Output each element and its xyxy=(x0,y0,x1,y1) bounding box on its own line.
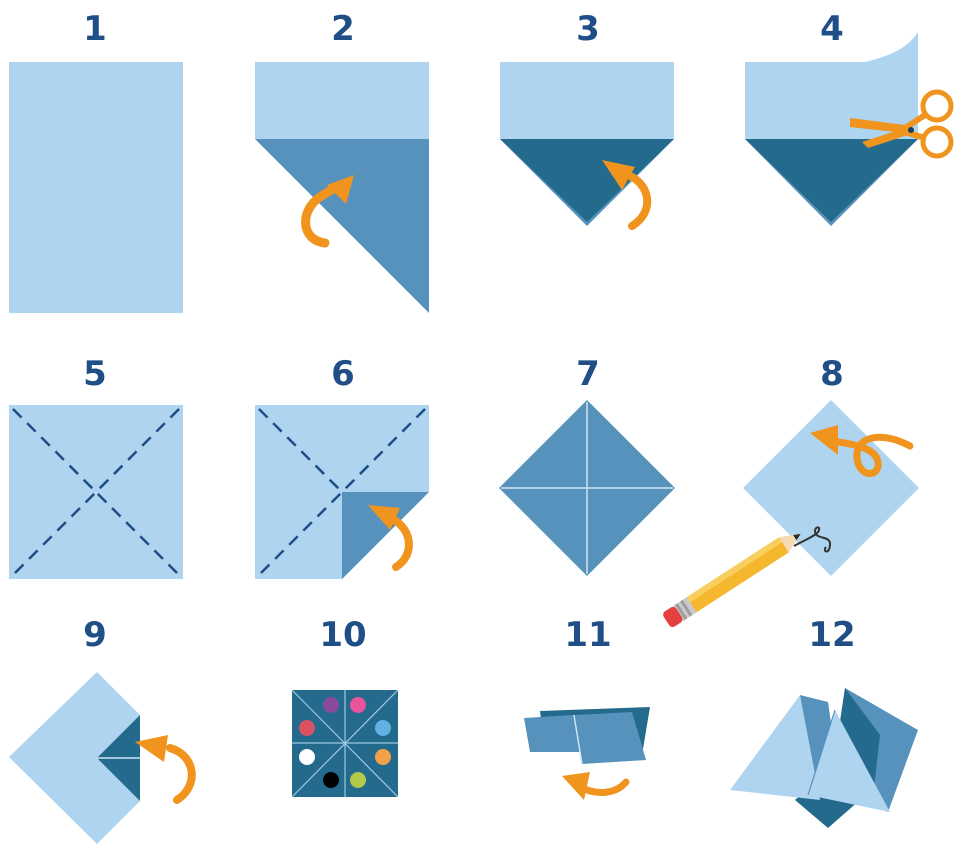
color-dot xyxy=(375,720,391,736)
step-8-diagram xyxy=(662,400,919,629)
folded-corner xyxy=(342,492,429,579)
color-dot xyxy=(299,720,315,736)
color-dot xyxy=(350,772,366,788)
step-7-diagram xyxy=(499,400,675,576)
step-1-paper xyxy=(9,62,183,313)
step-4-diagram xyxy=(745,32,951,226)
paper-rectangle xyxy=(9,62,183,313)
step-11-diagram xyxy=(524,707,650,800)
paper-top-band xyxy=(255,62,429,139)
paper-top-band xyxy=(745,32,918,139)
folded-triangle xyxy=(255,139,429,313)
paper-top-band xyxy=(500,62,674,139)
left-flap xyxy=(524,715,580,752)
step-9-diagram xyxy=(9,672,192,844)
step-12-diagram xyxy=(730,688,918,828)
color-dot xyxy=(375,749,391,765)
fold-arrow xyxy=(170,748,192,800)
step-2-diagram xyxy=(255,62,429,313)
color-dot xyxy=(323,772,339,788)
fold-arrow xyxy=(630,176,647,226)
fold-arrow-head xyxy=(562,772,590,800)
color-dot xyxy=(299,749,315,765)
step-3-diagram xyxy=(500,62,674,226)
folded-triangle-front xyxy=(745,139,918,222)
color-dot xyxy=(350,697,366,713)
step-6-diagram xyxy=(255,405,429,579)
fold-arrow xyxy=(394,520,409,567)
pencil-icon xyxy=(662,526,806,628)
color-dot xyxy=(323,697,339,713)
step-5-diagram xyxy=(9,405,183,579)
step-10-diagram xyxy=(292,690,398,797)
